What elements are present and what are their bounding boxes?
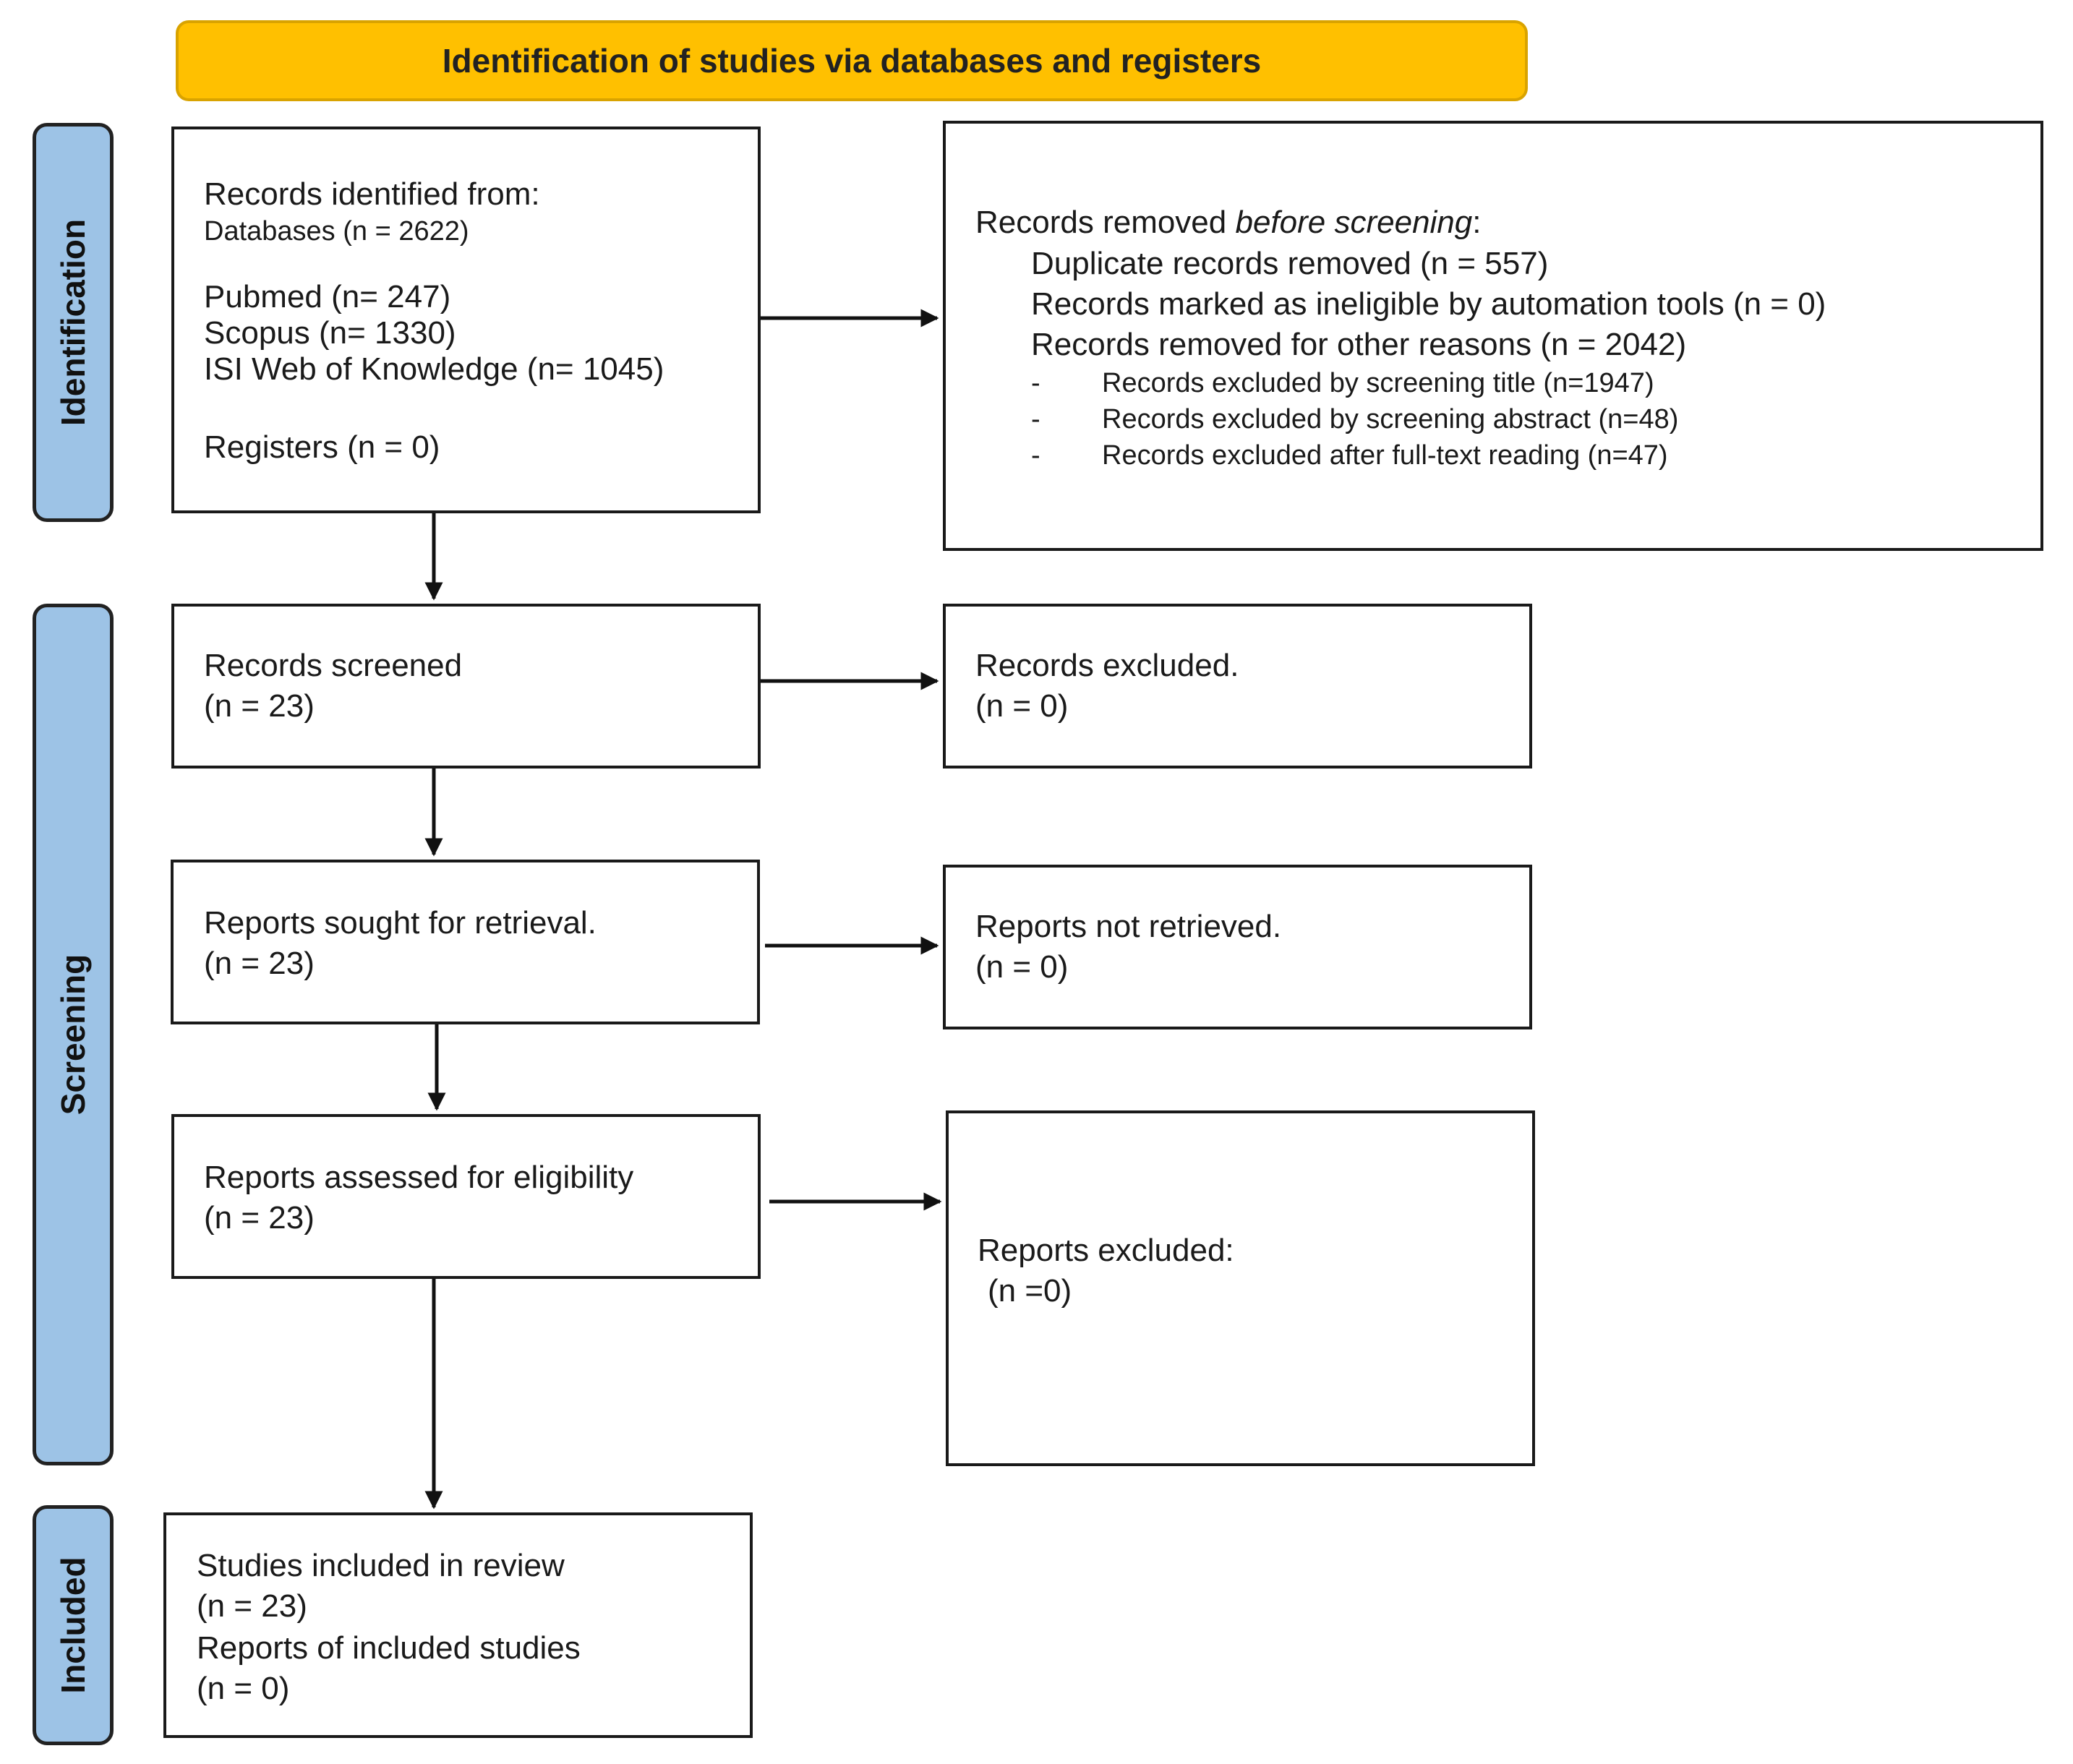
isi-count: ISI Web of Knowledge (n= 1045) (204, 351, 664, 387)
records-screened-label: Records screened (204, 648, 463, 683)
excluded-fulltext: Records excluded after full-text reading… (1102, 440, 1668, 471)
studies-included-label: Studies included in review (197, 1548, 565, 1583)
records-screened-count: (n = 23) (204, 688, 315, 724)
records-removed-title-italic: before screening (1235, 205, 1473, 240)
excluded-title: Records excluded by screening title (n=1… (1102, 368, 1654, 398)
sub-bullet-2: - (1031, 404, 1040, 434)
scopus-count: Scopus (n= 1330) (204, 315, 456, 351)
reports-not-retrieved-count: (n = 0) (975, 949, 1069, 985)
records-screened-box: Records screened (n = 23) (171, 604, 761, 768)
phase-included: Included (33, 1505, 114, 1745)
reports-sought-box: Reports sought for retrieval. (n = 23) (171, 860, 760, 1024)
other-removed: Records removed for other reasons (n = 2… (1031, 327, 1687, 362)
records-identified-title: Records identified from: (204, 176, 540, 212)
header-banner: Identification of studies via databases … (176, 20, 1528, 101)
phase-identification: Identification (33, 123, 114, 522)
studies-included-box: Studies included in review (n = 23) Repo… (163, 1512, 753, 1738)
pubmed-count: Pubmed (n= 247) (204, 279, 451, 314)
databases-count: Databases (n = 2622) (204, 216, 469, 247)
header-title: Identification of studies via databases … (442, 42, 1262, 80)
phase-screening: Screening (33, 604, 114, 1465)
duplicates-removed: Duplicate records removed (n = 557) (1031, 246, 1549, 281)
excluded-abstract: Records excluded by screening abstract (… (1102, 404, 1679, 434)
records-excluded-box: Records excluded. (n = 0) (943, 604, 1532, 768)
records-excluded-label: Records excluded. (975, 648, 1239, 683)
records-removed-title: Records removed before screening: (975, 205, 1482, 240)
reports-excluded-label: Reports excluded: (978, 1233, 1234, 1268)
reports-sought-count: (n = 23) (204, 946, 315, 981)
reports-excluded-count: (n =0) (988, 1273, 1072, 1309)
reports-sought-label: Reports sought for retrieval. (204, 905, 597, 941)
reports-assessed-label: Reports assessed for eligibility (204, 1160, 634, 1195)
records-identified-box: Records identified from: Databases (n = … (171, 127, 761, 513)
reports-included-label: Reports of included studies (197, 1630, 581, 1666)
reports-excluded-box: Reports excluded: (n =0) (946, 1110, 1535, 1466)
reports-not-retrieved-box: Reports not retrieved. (n = 0) (943, 865, 1532, 1029)
reports-not-retrieved-label: Reports not retrieved. (975, 909, 1282, 944)
reports-included-count: (n = 0) (197, 1671, 290, 1706)
sub-bullet-1: - (1031, 368, 1040, 398)
records-removed-box: Records removed before screening: Duplic… (943, 121, 2043, 551)
registers-count: Registers (n = 0) (204, 429, 440, 465)
reports-assessed-count: (n = 23) (204, 1200, 315, 1236)
records-excluded-count: (n = 0) (975, 688, 1069, 724)
ineligible-removed: Records marked as ineligible by automati… (1031, 286, 1826, 322)
reports-assessed-box: Reports assessed for eligibility (n = 23… (171, 1114, 761, 1279)
studies-included-count: (n = 23) (197, 1588, 307, 1624)
sub-bullet-3: - (1031, 440, 1040, 471)
